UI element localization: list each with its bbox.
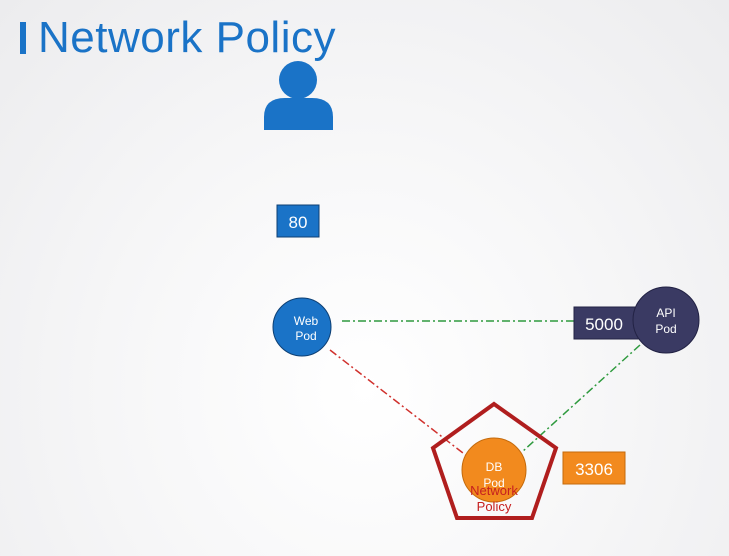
- api-port-label: 5000: [585, 315, 623, 334]
- api-pod-label-line2: Pod: [655, 322, 676, 336]
- page-title: Network Policy: [38, 13, 336, 62]
- api-port-badge: 5000: [573, 306, 641, 340]
- web-pod-label-line1: Web: [294, 314, 319, 328]
- title-accent-bar: [20, 22, 26, 54]
- network-policy-label-line1: Network: [470, 483, 518, 498]
- db-port-badge: 3306: [562, 451, 626, 485]
- api-pod-label-line1: API: [656, 306, 675, 320]
- api-to-db-connection: [521, 344, 641, 453]
- web-port-badge: 80: [276, 204, 320, 238]
- web-to-db-connection: [329, 349, 473, 461]
- web-pod[interactable]: Web Pod: [272, 297, 332, 357]
- web-pod-label-line2: Pod: [295, 329, 316, 343]
- network-policy-label-line2: Policy: [477, 499, 512, 514]
- db-port-label: 3306: [575, 460, 613, 479]
- web-port-label: 80: [289, 213, 308, 232]
- network-policy-pentagon: [430, 401, 559, 520]
- db-pod[interactable]: DB Pod: [461, 437, 527, 503]
- user-icon: [264, 61, 333, 130]
- db-pod-label-line1: DB: [486, 460, 503, 474]
- api-pod[interactable]: API Pod: [632, 286, 700, 354]
- db-pod-label-line2: Pod: [483, 476, 504, 490]
